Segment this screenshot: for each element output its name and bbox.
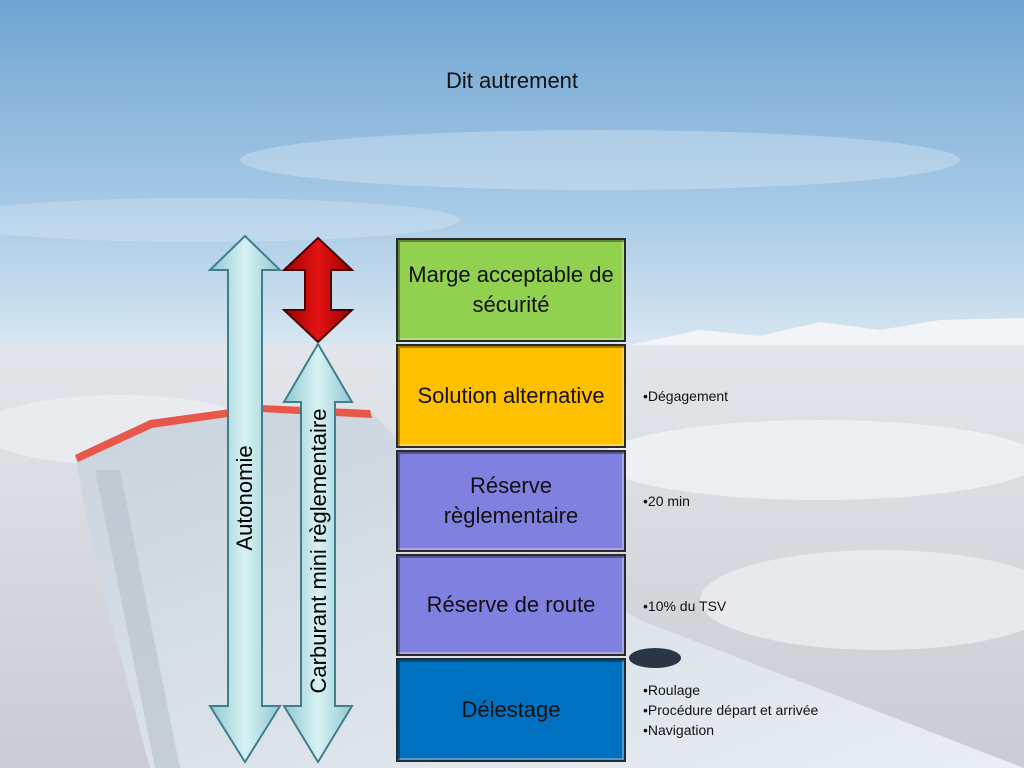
autonomie-label: Autonomie [232,445,257,551]
block-label: Réserve règlementaire [443,473,579,528]
block-marge-securite: Marge acceptable de sécurité [396,238,626,342]
block-label: Réserve de route [426,592,596,617]
note-reserve-route: •10% du TSV [643,596,726,616]
note-reserve-reglementaire: •20 min [643,491,690,511]
note-delestage: •Roulage •Procédure départ et arrivée •N… [643,680,818,740]
block-label: Délestage [461,697,561,722]
block-solution-alternative: Solution alternative [396,344,626,448]
note-item: •Navigation [643,722,715,738]
block-label: Solution alternative [417,383,605,408]
note-item: •20 min [643,493,690,509]
block-label: Marge acceptable de sécurité [408,262,614,317]
block-delestage: Délestage [396,658,626,762]
note-item: •Roulage [643,682,701,698]
carburant-mini-label: Carburant mini règlementaire [306,408,331,694]
note-item: •10% du TSV [643,598,727,614]
block-reserve-route: Réserve de route [396,554,626,656]
block-reserve-reglementaire: Réserve règlementaire [396,450,626,552]
note-item: •Dégagement [643,388,729,404]
note-solution: •Dégagement [643,386,728,406]
note-item: •Procédure départ et arrivée [643,702,819,718]
slide-title: Dit autrement [445,68,579,93]
